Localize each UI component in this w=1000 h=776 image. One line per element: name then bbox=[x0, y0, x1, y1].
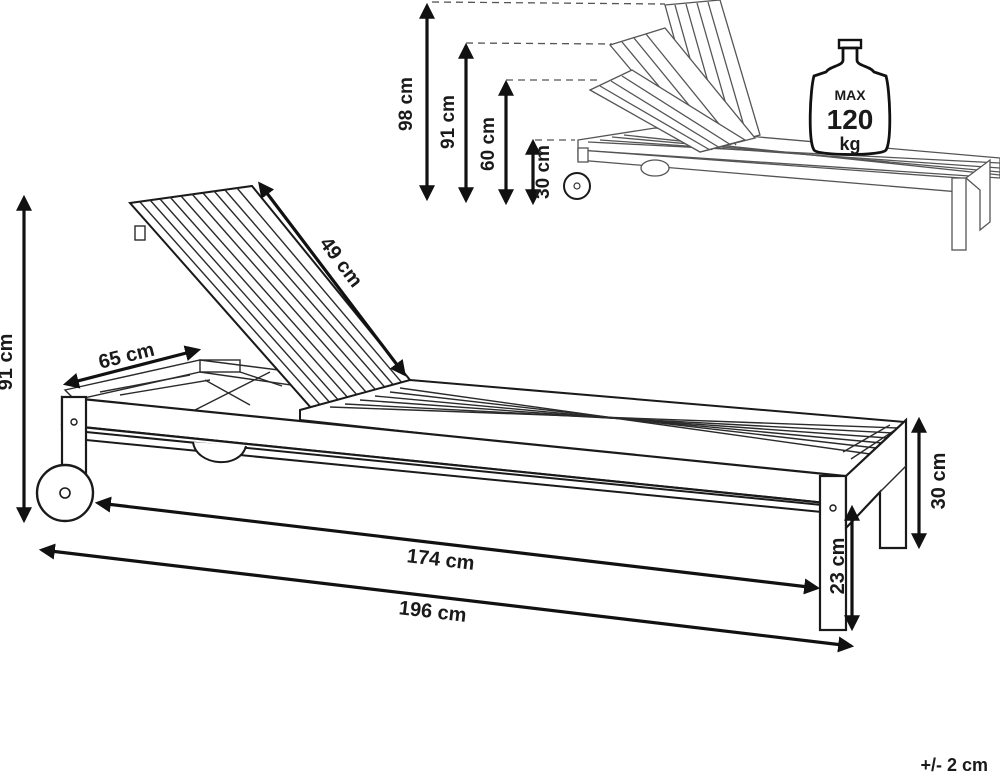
dim-arrow-total-length bbox=[38, 543, 855, 653]
label-inner-length: 174 cm bbox=[406, 545, 476, 575]
rear-wheel bbox=[192, 441, 247, 463]
small-wheel bbox=[563, 172, 591, 200]
label-total-length: 196 cm bbox=[398, 597, 468, 627]
max-load-unit: kg bbox=[839, 134, 860, 154]
max-load-value: 120 bbox=[827, 104, 874, 135]
label-leg-height: 23 cm bbox=[827, 538, 849, 595]
front-side-rail bbox=[60, 395, 847, 514]
label-total-height: 91 cm bbox=[0, 334, 17, 391]
label-height-60: 60 cm bbox=[478, 117, 499, 171]
dim-arrow-inner-length bbox=[94, 496, 821, 595]
label-height-30-small: 30 cm bbox=[533, 145, 554, 199]
reclining-positions-view: 98 cm 91 cm 60 cm 30 cm bbox=[396, 0, 1000, 251]
backrest-position-60 bbox=[588, 69, 747, 153]
dim-arrow-depth bbox=[62, 345, 202, 389]
level-line-91 bbox=[465, 42, 613, 45]
main-seat-deck bbox=[299, 378, 908, 482]
label-height-91: 91 cm bbox=[438, 95, 459, 149]
small-seat-deck bbox=[577, 127, 1000, 251]
main-backrest bbox=[128, 184, 412, 420]
level-line-98 bbox=[431, 1, 666, 5]
max-load-prefix: MAX bbox=[834, 87, 866, 103]
weight-icon: MAX 120 kg bbox=[808, 38, 892, 156]
dim-arrow-backrest bbox=[258, 181, 406, 377]
label-height-98: 98 cm bbox=[396, 77, 417, 131]
main-wheel bbox=[35, 463, 95, 523]
label-seat-height: 30 cm bbox=[928, 453, 950, 510]
tolerance-note: +/- 2 cm bbox=[920, 755, 988, 775]
main-lounger-view: 49 cm 65 cm 91 cm 30 cm 23 cm 174 cm 196… bbox=[0, 181, 950, 653]
